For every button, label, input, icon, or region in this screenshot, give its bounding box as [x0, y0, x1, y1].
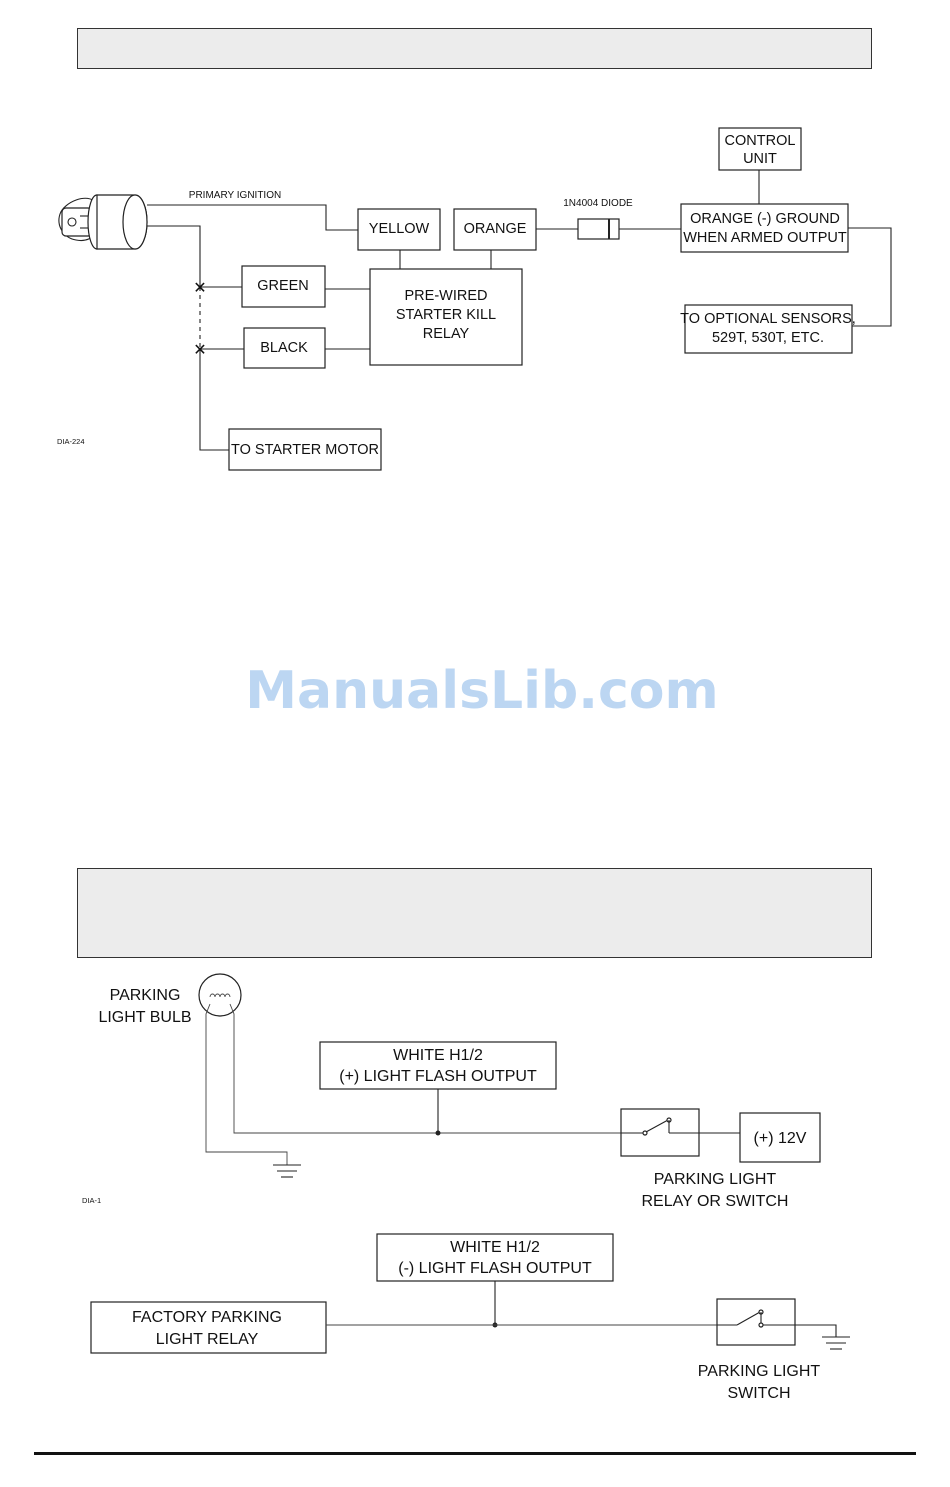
- plus-12v-box: [739, 1112, 821, 1163]
- section-header-bar-bottom: [77, 868, 872, 958]
- orange-output-box: [680, 203, 849, 253]
- footer-rule: [34, 1452, 916, 1455]
- black-wire-box: [243, 327, 326, 369]
- control-unit-label: CONTROL: [725, 133, 796, 149]
- white-positive-label: (+) LIGHT FLASH OUTPUT: [339, 1068, 537, 1085]
- primary-ignition-label: PRIMARY IGNITION: [189, 190, 281, 201]
- orange-output-label: WHEN ARMED OUTPUT: [683, 230, 847, 246]
- factory-relay-label: LIGHT RELAY: [156, 1331, 259, 1348]
- primary-ignition-wire: [147, 204, 358, 231]
- relay-label: STARTER KILL: [396, 307, 496, 323]
- relay-or-switch-label: RELAY OR SWITCH: [642, 1193, 789, 1210]
- bulb-label: LIGHT BULB: [98, 1009, 191, 1026]
- bulb-feed-wire: [229, 1003, 621, 1134]
- diode-label: 1N4004 DIODE: [563, 198, 633, 209]
- orange-output-label: ORANGE (-) GROUND: [690, 211, 840, 227]
- sensors-label: 529T, 530T, ETC.: [712, 330, 824, 346]
- factory-relay-label: FACTORY PARKING: [132, 1309, 282, 1326]
- white-negative-label: WHITE H1/2: [450, 1239, 540, 1256]
- green-wire-box: [241, 265, 326, 308]
- negative-flash-diagram: WHITE H1/2 (-) LIGHT FLASH OUTPUT FACTOR…: [90, 1233, 850, 1402]
- white-positive-output-box: [319, 1041, 557, 1090]
- relay-label: RELAY: [423, 326, 470, 342]
- section-header-bar-top: [77, 28, 872, 69]
- starter-kill-diagram: ✕ ✕ 1N4004 DIODE PRIMARY IGNITION YELLOW…: [57, 127, 892, 471]
- ignition-feed-wire: [147, 225, 201, 287]
- relay-switch-icon: [620, 1108, 700, 1157]
- watermark: ManualsLib.com: [245, 661, 718, 721]
- positive-flash-diagram: PARKING LIGHT BULB WHITE H1/2 (+) LIGHT …: [82, 973, 821, 1210]
- diagram-id-label: DIA-1: [82, 1196, 101, 1205]
- white-negative-label: (-) LIGHT FLASH OUTPUT: [398, 1260, 592, 1277]
- diode-icon: [577, 218, 620, 240]
- light-bulb-icon: [198, 973, 242, 1017]
- ground-icon: [273, 1164, 301, 1178]
- cut-mark-icon: ✕: [193, 280, 206, 297]
- starter-kill-relay-box: [369, 268, 523, 366]
- diagram-id-label: DIA-224: [57, 437, 85, 446]
- junction-dot: [435, 1130, 441, 1136]
- black-label: BLACK: [260, 340, 308, 356]
- white-negative-output-box: [376, 1233, 614, 1282]
- relay-label: PRE-WIRED: [405, 288, 488, 304]
- starter-motor-wire: [199, 349, 229, 451]
- sensors-label: TO OPTIONAL SENSORS,: [680, 311, 856, 327]
- ground-icon: [822, 1336, 850, 1350]
- bulb-label: PARKING: [110, 987, 181, 1004]
- relay-or-switch-label: PARKING LIGHT: [654, 1171, 777, 1188]
- control-unit-label: UNIT: [743, 151, 777, 167]
- plus-12v-label: (+) 12V: [754, 1130, 807, 1147]
- factory-relay-box: [90, 1301, 327, 1354]
- optional-sensors-box: [684, 304, 853, 354]
- starter-motor-box: [228, 428, 382, 471]
- switch-ground-wire: [795, 1324, 837, 1337]
- yellow-wire-box: [357, 208, 441, 251]
- switch-label: SWITCH: [727, 1385, 790, 1402]
- sensors-wire: [848, 227, 892, 327]
- orange-wire-box: [453, 208, 537, 251]
- switch-icon: [716, 1298, 796, 1346]
- yellow-label: YELLOW: [369, 221, 430, 237]
- starter-motor-label: TO STARTER MOTOR: [231, 442, 379, 458]
- control-unit-box: [718, 127, 802, 171]
- switch-label: PARKING LIGHT: [698, 1363, 821, 1380]
- white-positive-label: WHITE H1/2: [393, 1047, 483, 1064]
- ignition-key-icon: [58, 194, 148, 250]
- orange-label: ORANGE: [464, 221, 527, 237]
- bulb-ground-wire: [205, 1003, 288, 1165]
- cut-mark-icon: ✕: [193, 342, 206, 359]
- green-label: GREEN: [257, 278, 309, 294]
